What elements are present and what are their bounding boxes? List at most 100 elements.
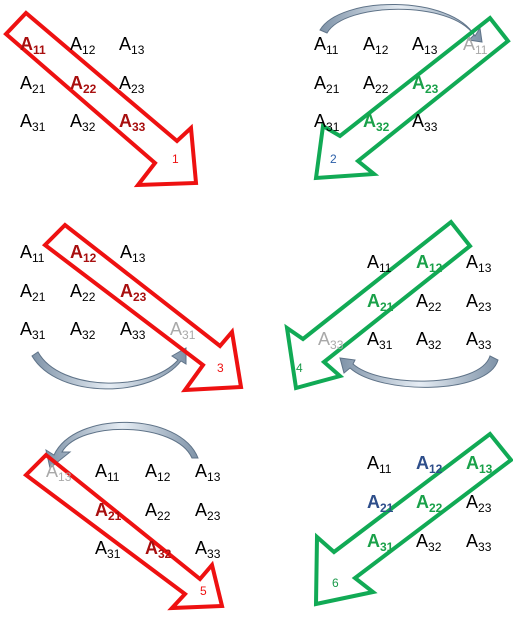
element-letter: A — [416, 252, 429, 272]
matrix-element: A13 — [412, 34, 438, 57]
element-letter: A — [170, 319, 182, 339]
element-subscript: 11 — [475, 43, 488, 57]
curved-arrow — [319, 4, 483, 43]
matrix-element: A12 — [416, 252, 443, 275]
element-letter: A — [195, 538, 207, 558]
matrix-element: A32 — [70, 111, 96, 134]
matrix-element: A32 — [416, 329, 442, 352]
element-subscript: 11 — [379, 462, 392, 476]
element-subscript: 11 — [32, 251, 45, 265]
element-letter: A — [416, 531, 428, 551]
element-letter: A — [412, 111, 424, 131]
curved-arrow — [31, 347, 187, 390]
element-letter: A — [95, 500, 108, 520]
element-subscript: 33 — [424, 120, 438, 134]
matrix-element: A33 — [318, 329, 344, 352]
element-subscript: 31 — [32, 120, 46, 134]
element-subscript: 13 — [207, 470, 221, 484]
matrix-element: A31 — [367, 329, 393, 352]
element-subscript: 22 — [429, 501, 443, 515]
matrix-element: A32 — [416, 531, 442, 554]
matrix-element: A13 — [46, 461, 72, 484]
element-subscript: 23 — [131, 82, 145, 96]
matrix-element: A11 — [367, 453, 392, 476]
matrix-element: A11 — [314, 34, 339, 57]
element-subscript: 11 — [379, 261, 392, 275]
element-letter: A — [466, 453, 479, 473]
element-letter: A — [416, 329, 428, 349]
matrix-element: A33 — [466, 531, 492, 554]
element-subscript: 12 — [375, 43, 389, 57]
element-subscript: 23 — [478, 501, 492, 515]
element-letter: A — [363, 111, 376, 131]
matrix-element: A33 — [119, 111, 146, 134]
element-letter: A — [416, 492, 429, 512]
element-letter: A — [195, 461, 207, 481]
step-number: 2 — [330, 152, 337, 166]
element-subscript: 32 — [82, 120, 96, 134]
element-subscript: 33 — [330, 338, 344, 352]
matrix-element: A22 — [70, 73, 97, 96]
matrix-element: A22 — [416, 492, 443, 515]
element-letter: A — [20, 73, 32, 93]
matrix-element: A32 — [70, 319, 96, 342]
element-letter: A — [119, 34, 131, 54]
matrix-element: A12 — [145, 461, 171, 484]
element-letter: A — [314, 73, 326, 93]
matrix-element: A13 — [466, 453, 493, 476]
element-subscript: 31 — [380, 540, 394, 554]
element-letter: A — [70, 73, 83, 93]
curved-arrow — [339, 355, 499, 388]
matrix-element: A12 — [416, 453, 443, 476]
element-letter: A — [46, 461, 58, 481]
element-letter: A — [466, 492, 478, 512]
element-subscript: 23 — [133, 290, 147, 304]
element-subscript: 23 — [425, 82, 439, 96]
element-letter: A — [120, 319, 132, 339]
element-letter: A — [145, 500, 157, 520]
matrix-element: A31 — [314, 111, 340, 134]
element-letter: A — [314, 111, 326, 131]
element-subscript: 22 — [83, 82, 97, 96]
matrix-element: A23 — [466, 492, 492, 515]
element-subscript: 13 — [479, 462, 493, 476]
element-letter: A — [70, 242, 83, 262]
element-subscript: 31 — [326, 120, 340, 134]
matrix-element: A13 — [119, 34, 145, 57]
element-letter: A — [466, 531, 478, 551]
matrix-element: A13 — [120, 242, 146, 265]
matrix-element: A21 — [20, 281, 46, 304]
element-letter: A — [20, 111, 32, 131]
element-subscript: 32 — [158, 547, 172, 561]
matrix-element: A23 — [195, 500, 221, 523]
element-subscript: 13 — [478, 261, 492, 275]
element-subscript: 12 — [82, 43, 96, 57]
element-subscript: 12 — [157, 470, 171, 484]
element-letter: A — [95, 538, 107, 558]
curved-arrow — [45, 421, 199, 469]
element-letter: A — [367, 531, 380, 551]
element-letter: A — [20, 242, 32, 262]
element-subscript: 23 — [207, 509, 221, 523]
element-subscript: 21 — [32, 82, 46, 96]
element-letter: A — [70, 281, 82, 301]
element-letter: A — [119, 111, 132, 131]
element-subscript: 21 — [380, 501, 394, 515]
element-letter: A — [20, 34, 33, 54]
step-number: 3 — [217, 361, 224, 375]
element-letter: A — [416, 453, 429, 473]
matrix-element: A13 — [195, 461, 221, 484]
element-subscript: 11 — [107, 470, 120, 484]
step-number: 4 — [296, 361, 303, 375]
element-letter: A — [367, 291, 380, 311]
element-subscript: 12 — [429, 261, 443, 275]
element-letter: A — [145, 538, 158, 558]
step-number: 5 — [200, 584, 207, 598]
element-letter: A — [120, 242, 132, 262]
matrix-element: A23 — [466, 291, 492, 314]
element-letter: A — [20, 281, 32, 301]
matrix-element: A12 — [363, 34, 389, 57]
element-subscript: 31 — [32, 328, 46, 342]
element-letter: A — [95, 461, 107, 481]
